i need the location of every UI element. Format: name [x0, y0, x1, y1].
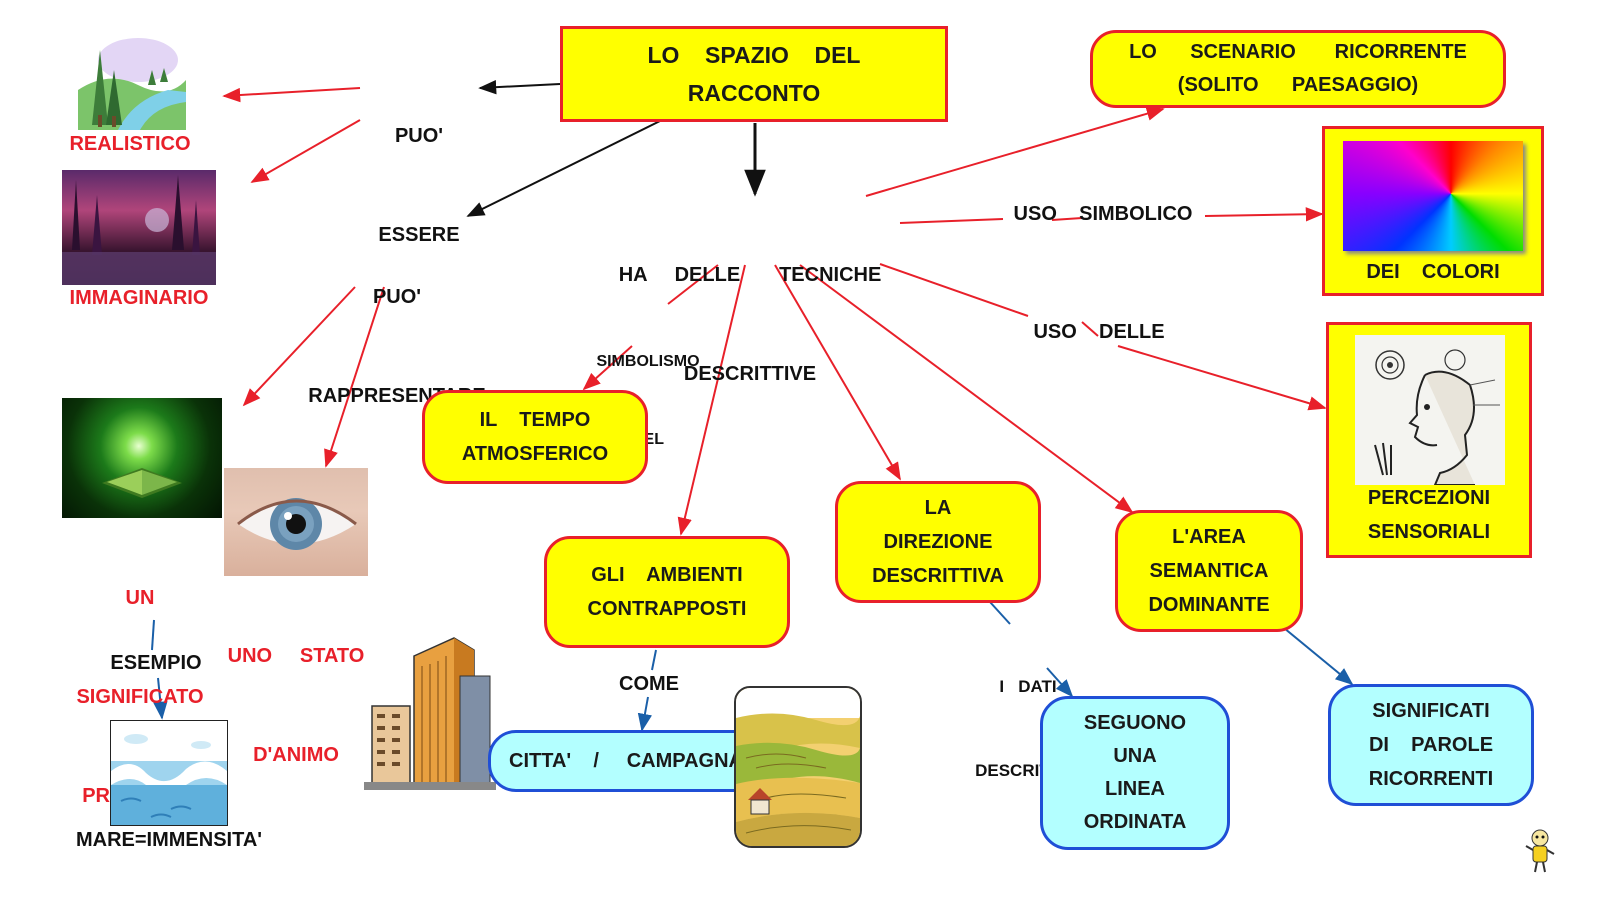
arrow-to-area: [799, 264, 1134, 514]
seguono-box: SEGUONO UNA LINEA ORDINATA: [1040, 696, 1230, 850]
arrow-esempio-1: [151, 619, 155, 651]
title-box: LO SPAZIO DEL RACCONTO: [560, 26, 948, 122]
arrow-uso-simbolico: [899, 218, 1004, 224]
arrow-title-to-puo-essere: [478, 79, 561, 95]
dei-colori-label: DEI COLORI: [1366, 261, 1500, 283]
title-line-2: RACCONTO: [687, 80, 821, 106]
title-line-1: LO SPAZIO DEL: [647, 42, 861, 68]
direzione-box: LA DIREZIONE DESCRITTIVA: [835, 481, 1041, 603]
arrow-uso-delle-2: [1117, 345, 1327, 411]
tecniche-label: HA DELLE TECNICHE DESCRITTIVE: [618, 264, 882, 385]
arrow-title-to-puo-rappresentare: [466, 120, 661, 217]
arrow-to-realistico: [222, 87, 361, 103]
arrow-dati-2: [1046, 667, 1074, 698]
countryside-fields-clipart-icon: [734, 686, 862, 848]
arrow-uso-simbolico-2: [1204, 207, 1324, 222]
citta-campagna-box: CITTA' / CAMPAGNA: [488, 730, 768, 792]
arrow-to-immaginario: [250, 119, 361, 183]
arrow-to-direzione: [774, 264, 901, 481]
immaginario-label: IMMAGINARIO: [69, 287, 209, 309]
landscape-clipart-icon: [78, 30, 186, 130]
eye-photo: [224, 468, 368, 576]
arrow-come-2: [637, 696, 652, 732]
arrow-simbolismo-2: [582, 345, 633, 391]
glowing-book-photo: [62, 398, 222, 518]
arrow-uso-delle-1: [879, 263, 1029, 317]
head-senses-engraving: [1355, 335, 1505, 486]
color-wheel-gradient: [1343, 141, 1523, 251]
scenario-box: LO SCENARIO RICORRENTE (SOLITO PAESAGGIO…: [1090, 30, 1506, 108]
stato-animo-label: UNO STATO D'ANIMO: [227, 645, 365, 766]
uso-delle-label: USO DELLE: [1033, 321, 1165, 343]
sea-waves-clipart-icon: [110, 720, 228, 826]
arrow-to-scenario: [865, 106, 1165, 197]
arrow-uso-delle-mid: [1081, 321, 1099, 337]
dei-colori-box: DEI COLORI: [1322, 126, 1544, 296]
arrow-to-significati: [1283, 627, 1354, 686]
fantasy-landscape-photo: [62, 170, 216, 285]
cartoon-mascot-icon: [1524, 828, 1556, 874]
arrow-esempio-2: [153, 677, 168, 720]
area-semantica-box: L'AREA SEMANTICA DOMINANTE: [1115, 510, 1303, 632]
percezioni-box: PERCEZIONI SENSORIALI: [1326, 322, 1532, 558]
significati-box: SIGNIFICATI DI PAROLE RICORRENTI: [1328, 684, 1534, 806]
esempio-label: ESEMPIO: [110, 652, 202, 674]
realistico-label: REALISTICO: [69, 133, 191, 155]
uso-simbolico-label: USO SIMBOLICO: [1013, 203, 1193, 225]
mare-label: MARE=IMMENSITA': [75, 829, 263, 851]
citta-campagna-label: CITTA' / CAMPAGNA: [509, 750, 744, 772]
arrow-simbolismo-1: [667, 264, 719, 305]
arrow-to-significato: [242, 286, 356, 407]
arrow-to-stato-animo: [324, 286, 385, 468]
arrow-come-1: [651, 649, 657, 671]
arrow-dati-1: [989, 601, 1011, 625]
city-buildings-clipart-icon: [364, 636, 496, 790]
arrow-to-ambienti: [677, 264, 746, 536]
puo-essere-label: PUO' ESSERE: [378, 125, 460, 246]
ambienti-box: GLI AMBIENTI CONTRAPPOSTI: [544, 536, 790, 648]
tempo-box: IL TEMPO ATMOSFERICO: [422, 390, 648, 484]
come-label: COME: [619, 673, 679, 695]
arrow-uso-simbolico-mid: [1051, 217, 1083, 221]
